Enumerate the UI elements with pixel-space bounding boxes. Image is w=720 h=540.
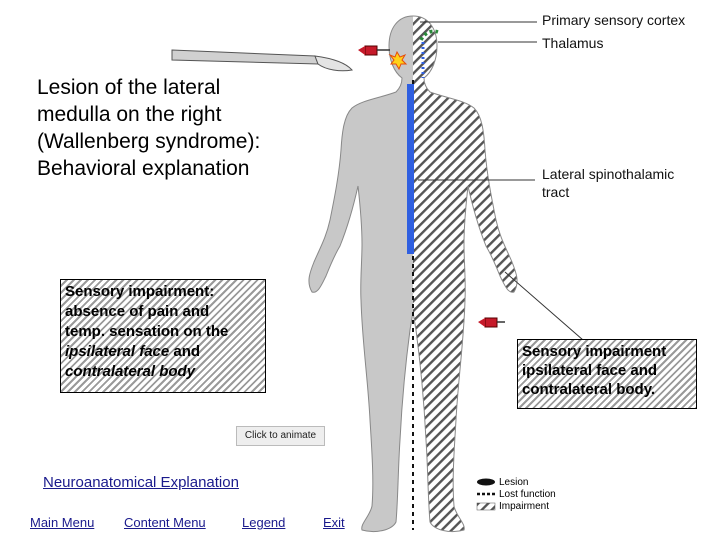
legend-impairment: Impairment xyxy=(499,501,550,512)
right-impairment-box: Sensory impairment ipsilateral face and … xyxy=(517,339,697,409)
neuroanatomical-explanation-link[interactable]: Neuroanatomical Explanation xyxy=(43,474,239,491)
content-menu-link[interactable]: Content Menu xyxy=(124,515,206,530)
spinothalamic-tract-label: Lateral spinothalamic tract xyxy=(542,166,675,200)
contralateral-text: contralateral body xyxy=(65,363,196,380)
page-title: Lesion of the lateral medulla on the rig… xyxy=(37,76,261,180)
lesion-star-icon xyxy=(388,50,408,71)
box-line: ipsilateral face and xyxy=(65,342,261,362)
box-line: absence of pain and xyxy=(65,303,210,320)
box-line: contralateral body xyxy=(65,362,261,382)
left-impairment-box: Sensory impairment: absence of pain and … xyxy=(60,279,266,393)
animate-button[interactable]: Click to animate xyxy=(236,426,325,446)
scalpel-icon xyxy=(171,49,353,72)
ipsilateral-text: ipsilateral face xyxy=(65,343,170,360)
legend-lost-function: Lost function xyxy=(499,489,556,500)
legend-lesion: Lesion xyxy=(499,477,529,488)
primary-sensory-cortex-label: Primary sensory cortex xyxy=(542,12,686,28)
legend-link[interactable]: Legend xyxy=(242,515,286,530)
pin-icon xyxy=(358,45,390,56)
exit-link[interactable]: Exit xyxy=(323,515,345,530)
box-line: Sensory impairment: xyxy=(65,283,215,300)
thalamus-label: Thalamus xyxy=(542,35,604,51)
and-text: and xyxy=(169,343,201,360)
main-menu-link[interactable]: Main Menu xyxy=(30,515,95,530)
box-line: temp. sensation on the xyxy=(65,323,229,340)
pin-icon xyxy=(478,317,505,328)
